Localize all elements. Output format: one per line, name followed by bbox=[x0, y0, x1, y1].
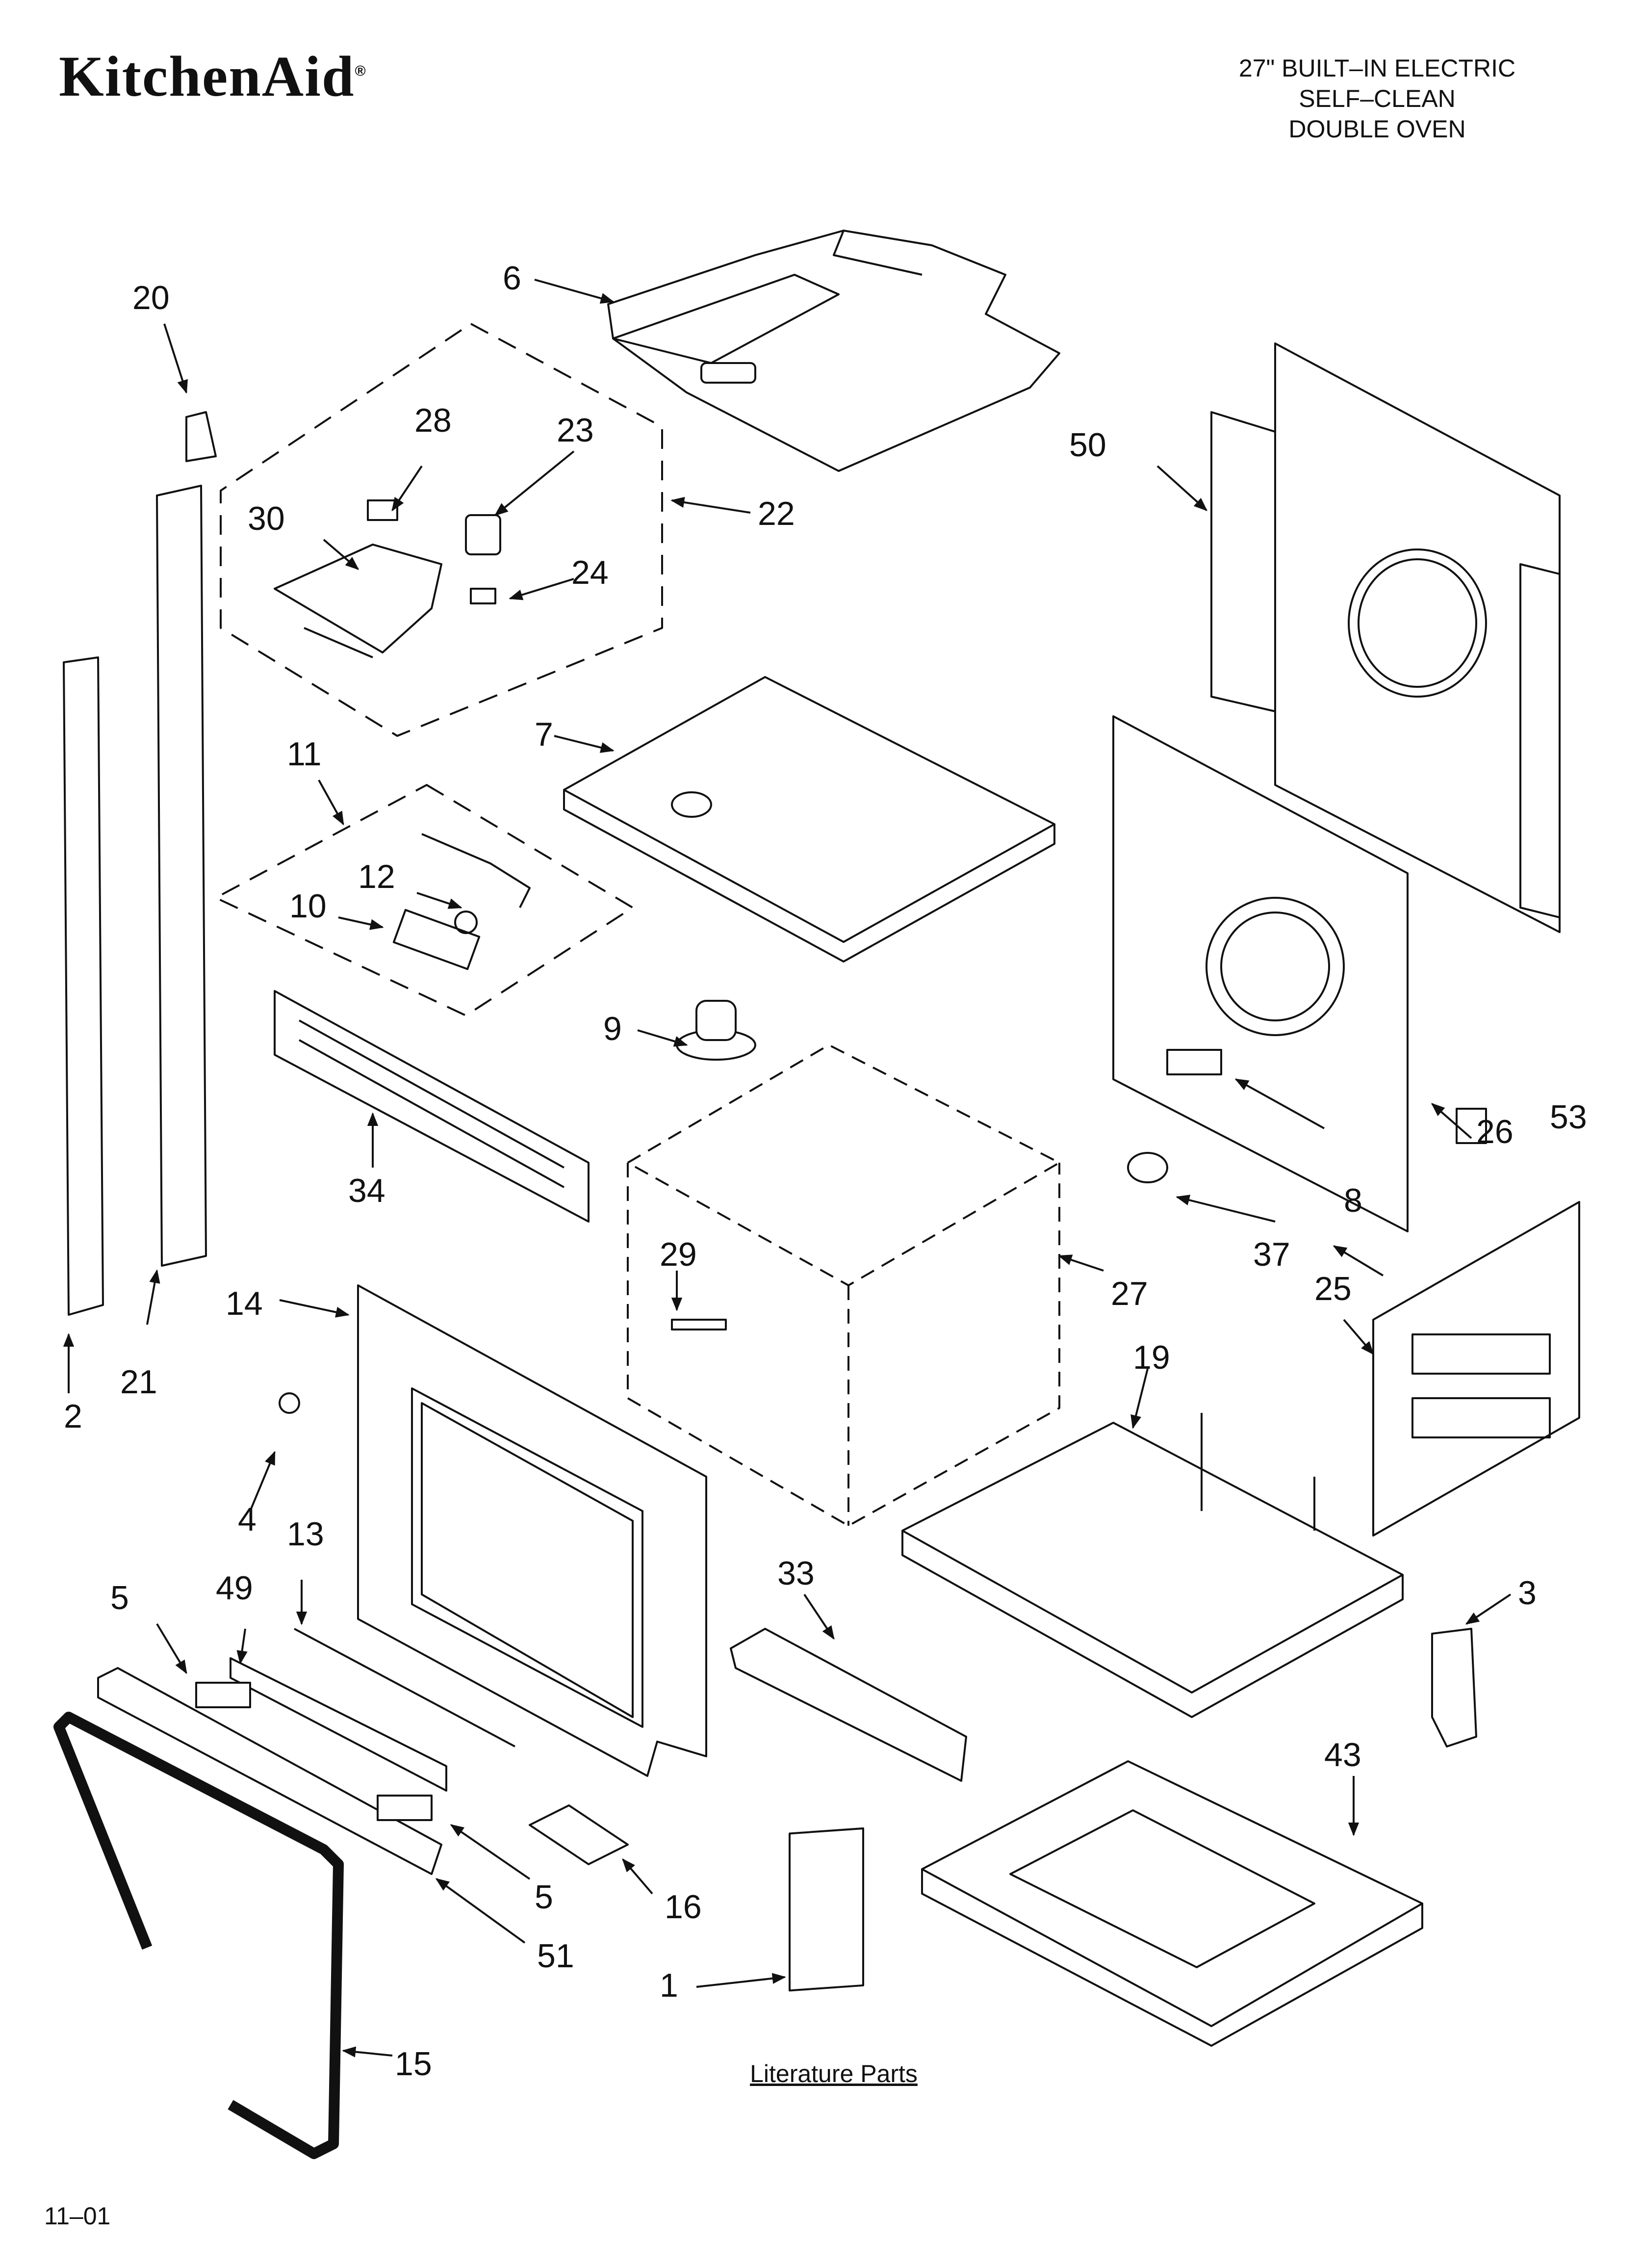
callout-23: 23 bbox=[557, 412, 594, 449]
date-code: 11–01 bbox=[44, 2202, 111, 2230]
part-oven-top bbox=[563, 676, 1055, 963]
part-left-trim-rail bbox=[63, 656, 104, 1316]
callout-4: 4 bbox=[238, 1501, 257, 1538]
part-side-trim-rail bbox=[156, 485, 207, 1267]
part-side-panel bbox=[1372, 1201, 1580, 1537]
part-latch-assembly bbox=[274, 499, 501, 658]
callout-50: 50 bbox=[1069, 426, 1106, 464]
callout-34: 34 bbox=[348, 1172, 385, 1209]
callout-20: 20 bbox=[132, 279, 170, 316]
title-line-1: 27" BUILT–IN ELECTRIC bbox=[1238, 54, 1516, 82]
part-door-gasket bbox=[53, 1712, 344, 2159]
callout-19: 19 bbox=[1133, 1339, 1170, 1376]
brand-logo: KitchenAid® bbox=[59, 43, 367, 110]
callout-15: 15 bbox=[395, 2045, 432, 2083]
callout-3: 3 bbox=[1518, 1574, 1537, 1612]
callout-11: 11 bbox=[287, 735, 322, 773]
callout-2: 2 bbox=[64, 1398, 82, 1435]
callout-51: 51 bbox=[537, 1937, 574, 1975]
part-base-tray bbox=[921, 1760, 1423, 2047]
model-title: 27" BUILT–IN ELECTRIC SELF–CLEAN DOUBLE … bbox=[1156, 53, 1598, 144]
part-hinge-bracket bbox=[529, 1804, 629, 1865]
callout-8: 8 bbox=[1344, 1182, 1362, 1219]
part-element-bake bbox=[676, 1000, 756, 1061]
part-spacer-block-b bbox=[377, 1795, 433, 1821]
literature-parts-label: Literature Parts bbox=[750, 2060, 918, 2087]
part-bottom-channel bbox=[730, 1628, 967, 1782]
callout-37: 37 bbox=[1253, 1236, 1290, 1273]
title-line-3: DOUBLE OVEN bbox=[1288, 115, 1466, 143]
part-trim-cap bbox=[185, 411, 217, 462]
part-rear-panel bbox=[1210, 342, 1561, 933]
callout-21: 21 bbox=[120, 1363, 157, 1401]
callout-14: 14 bbox=[226, 1285, 263, 1322]
callout-1: 1 bbox=[660, 1967, 678, 2004]
part-spacer-49 bbox=[230, 1657, 447, 1792]
part-vent-grille bbox=[274, 990, 590, 1223]
callout-13: 13 bbox=[287, 1515, 324, 1553]
part-oven-bottom bbox=[901, 1413, 1404, 1718]
callout-12: 12 bbox=[358, 858, 395, 895]
callout-28: 28 bbox=[414, 402, 452, 439]
callout-6: 6 bbox=[503, 260, 521, 297]
callout-labels: 6 20 22 50 23 28 30 24 7 11 12 10 9 34 2… bbox=[64, 260, 1587, 2083]
callout-9: 9 bbox=[603, 1010, 622, 1047]
part-spacer-block-a bbox=[195, 1682, 251, 1708]
callout-10: 10 bbox=[289, 887, 327, 925]
part-latch-assembly-outline bbox=[220, 323, 663, 737]
part-sensor-29 bbox=[671, 1319, 727, 1330]
callout-33: 33 bbox=[777, 1555, 815, 1592]
part-lower-vent bbox=[97, 1667, 442, 1875]
callout-29: 29 bbox=[660, 1236, 697, 1273]
part-oven-cavity bbox=[627, 1044, 1060, 1527]
leader-lines bbox=[63, 279, 1512, 2058]
callout-27: 27 bbox=[1111, 1275, 1148, 1312]
callout-5a: 5 bbox=[110, 1579, 129, 1616]
part-literature-booklet bbox=[789, 1827, 864, 1992]
callout-22: 22 bbox=[758, 495, 795, 532]
callout-16: 16 bbox=[665, 1888, 702, 1926]
callout-26: 26 bbox=[1476, 1113, 1514, 1150]
callout-5b: 5 bbox=[535, 1878, 553, 1916]
part-light-assembly-outline bbox=[215, 784, 634, 1017]
part-light-assembly bbox=[392, 833, 531, 970]
callout-24: 24 bbox=[571, 554, 609, 591]
brand-name: KitchenAid bbox=[59, 44, 355, 108]
part-insulation-strip bbox=[294, 1628, 515, 1747]
title-line-2: SELF–CLEAN bbox=[1299, 85, 1456, 112]
registered-mark: ® bbox=[355, 63, 367, 79]
callout-30: 30 bbox=[248, 500, 285, 537]
part-thermal-fuse bbox=[1127, 1152, 1168, 1183]
part-top-vent-cover bbox=[607, 230, 1060, 472]
callout-25: 25 bbox=[1314, 1270, 1352, 1307]
callout-7: 7 bbox=[535, 716, 553, 753]
callout-49: 49 bbox=[216, 1569, 253, 1607]
callout-43: 43 bbox=[1324, 1736, 1361, 1773]
part-front-frame bbox=[357, 1284, 707, 1777]
part-screw bbox=[279, 1392, 300, 1414]
callout-53: 53 bbox=[1550, 1098, 1587, 1136]
part-inner-rear-panel bbox=[1112, 715, 1409, 1232]
part-side-bracket bbox=[1431, 1628, 1477, 1747]
